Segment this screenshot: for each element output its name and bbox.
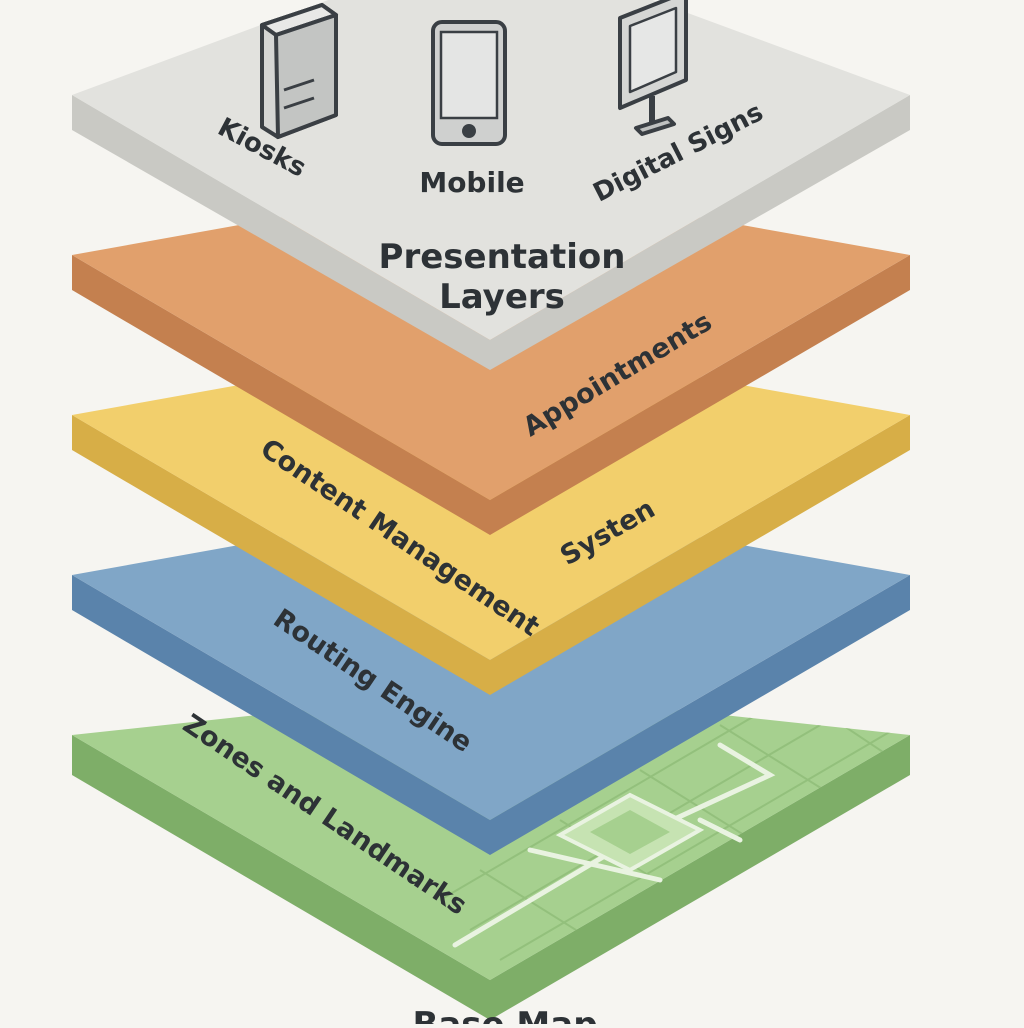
base-map-roads [452, 742, 776, 948]
presentation-title-line2: Layers [439, 277, 565, 317]
base-map-caption: Base Map [412, 1005, 597, 1024]
presentation-layer: Kiosks Mobile Digital Signs Presentation… [72, 0, 910, 370]
kiosk-icon [260, 3, 338, 139]
digital-sign-icon [618, 0, 688, 136]
presentation-title-line1: Presentation [379, 237, 626, 277]
mobile-label: Mobile [419, 166, 524, 199]
base-map-inner-zone [590, 810, 670, 854]
mobile-icon [431, 20, 507, 146]
